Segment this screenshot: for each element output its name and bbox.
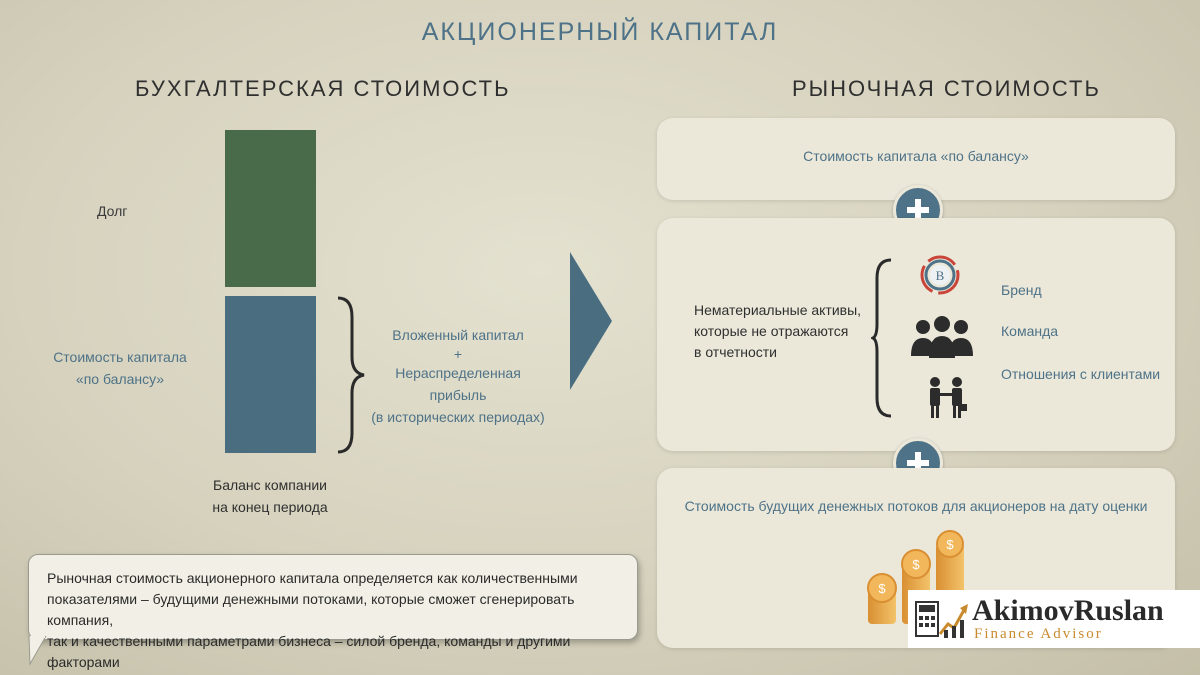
right-brace-icon bbox=[337, 296, 365, 454]
item-brand-label: Бренд bbox=[1001, 282, 1042, 298]
arrow-right-icon bbox=[570, 252, 612, 390]
debt-label: Долг bbox=[97, 203, 128, 219]
svg-text:$: $ bbox=[946, 537, 954, 552]
logo-name-part2: Ruslan bbox=[1073, 594, 1164, 627]
equity-block bbox=[225, 296, 316, 453]
logo: AkimovRuslan Finance Advisor bbox=[908, 590, 1200, 648]
composition-line: прибыль bbox=[429, 387, 487, 403]
slide-title: АКЦИОНЕРНЫЙ КАПИТАЛ bbox=[421, 18, 779, 46]
logo-subtitle: Finance Advisor bbox=[974, 626, 1103, 642]
logo-name: AkimovRuslan bbox=[972, 594, 1164, 628]
logo-name-part1: Akimov bbox=[972, 594, 1074, 627]
brand-icon: B bbox=[920, 255, 960, 295]
intangibles-line: которые не отражаются bbox=[694, 323, 849, 339]
item-clients-label: Отношения с клиентами bbox=[1001, 366, 1161, 382]
left-brace-icon bbox=[871, 258, 892, 418]
summary-note: Рыночная стоимость акционерного капитала… bbox=[28, 554, 638, 670]
note-line: Рыночная стоимость акционерного капитала… bbox=[47, 570, 578, 586]
note-line: показателями – будущими денежными потока… bbox=[47, 591, 575, 628]
item-team-label: Команда bbox=[1001, 323, 1059, 339]
note-tail-icon bbox=[28, 636, 47, 666]
calculator-chart-icon bbox=[915, 601, 968, 638]
equity-label-line1: Стоимость капитала bbox=[53, 349, 187, 365]
equity-label-line2: «по балансу» bbox=[75, 371, 165, 387]
summary-note-text: Рыночная стоимость акционерного капитала… bbox=[47, 568, 637, 673]
intangibles-card: Нематериальные активы, которые не отража… bbox=[657, 218, 1175, 451]
equity-label: Стоимость капитала «по балансу» bbox=[40, 346, 200, 390]
composition-line: Вложенный капитал bbox=[392, 327, 524, 343]
svg-text:B: B bbox=[936, 268, 945, 283]
team-icon bbox=[911, 316, 973, 358]
book-value-heading: БУХГАЛТЕРСКАЯ СТОИМОСТЬ bbox=[135, 76, 511, 101]
market-value-heading: РЫНОЧНАЯ СТОИМОСТЬ bbox=[792, 76, 1101, 101]
composition-line: Нераспределенная bbox=[395, 365, 521, 381]
composition-line: (в исторических периодах) bbox=[371, 409, 545, 425]
handshake-icon bbox=[930, 377, 967, 418]
book-equity-card: Стоимость капитала «по балансу» bbox=[657, 118, 1175, 200]
svg-text:$: $ bbox=[912, 557, 920, 572]
debt-block bbox=[225, 130, 316, 287]
balance-caption: Баланс компании на конец периода bbox=[190, 474, 350, 518]
intangibles-line: в отчетности bbox=[694, 344, 777, 360]
note-line: так и качественными параметрами бизнеса … bbox=[47, 633, 571, 670]
composition-line: + bbox=[453, 346, 463, 362]
equity-composition: Вложенный капитал + Нераспределенная при… bbox=[360, 324, 556, 428]
book-equity-card-text: Стоимость капитала «по балансу» bbox=[803, 148, 1029, 164]
future-cashflows-text: Стоимость будущих денежных потоков для а… bbox=[684, 498, 1148, 514]
intangibles-text: Нематериальные активы, которые не отража… bbox=[694, 300, 861, 363]
balance-caption-line1: Баланс компании bbox=[213, 477, 327, 493]
svg-text:$: $ bbox=[878, 581, 886, 596]
intangibles-line: Нематериальные активы, bbox=[694, 302, 862, 318]
balance-caption-line2: на конец периода bbox=[212, 499, 328, 515]
